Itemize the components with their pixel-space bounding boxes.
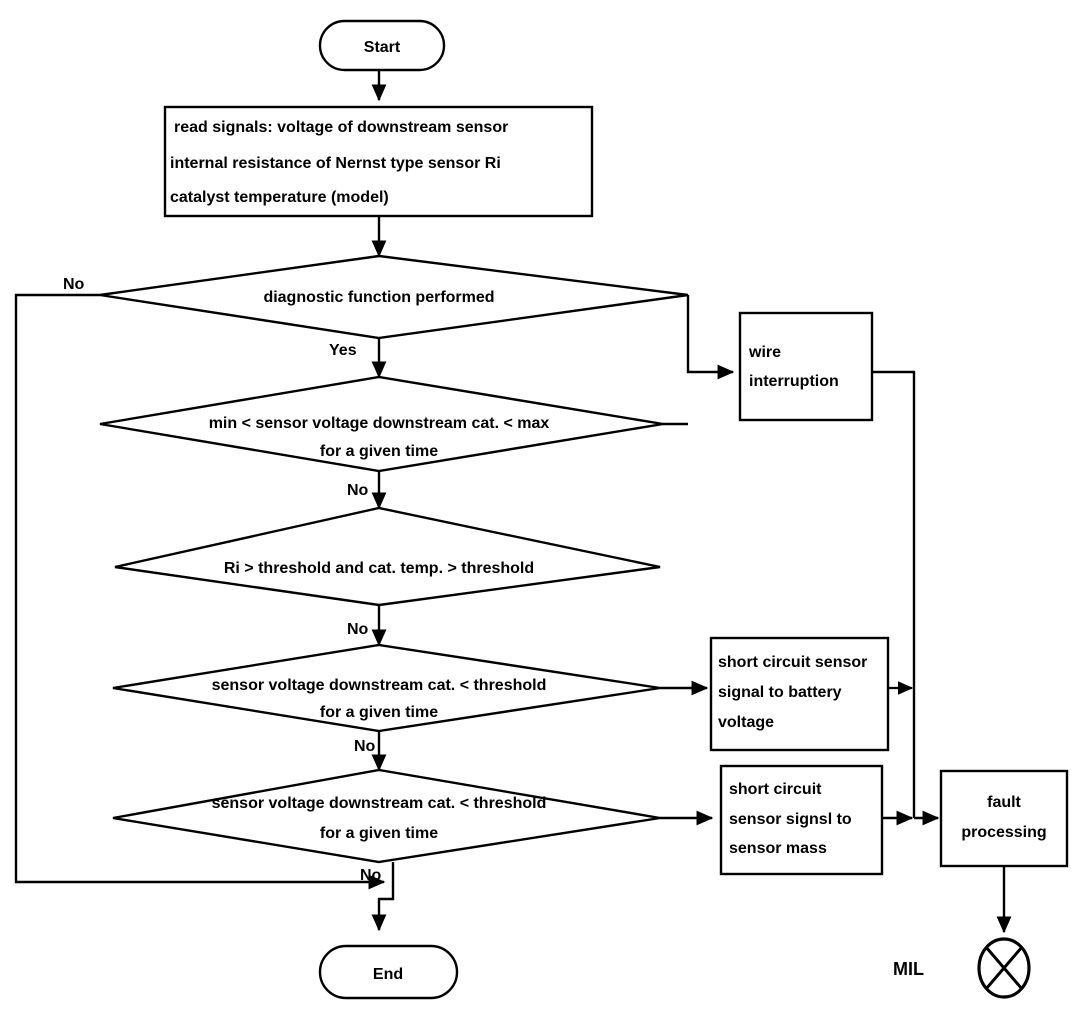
node-start[interactable]: Start — [318, 19, 446, 72]
node-decision-short-mass-line1: sensor voltage downstream cat. < thresho… — [212, 795, 547, 812]
node-decision-diagnostic[interactable]: diagnostic function performed — [99, 254, 689, 340]
node-read-signals-line3: catalyst temperature (model) — [170, 189, 389, 206]
node-end-label: End — [373, 966, 403, 983]
connector-wire-interruption-to-bus — [872, 370, 916, 818]
node-mil[interactable]: MIL — [893, 937, 1031, 999]
node-read-signals-line1: read signals: voltage of downstream sens… — [174, 119, 508, 136]
node-decision-diagnostic-line1: diagnostic function performed — [263, 289, 494, 306]
node-decision-short-battery-line1: sensor voltage downstream cat. < thresho… — [212, 677, 547, 694]
node-short-circuit-battery-line2: signal to battery — [718, 684, 842, 701]
edge-label-diagnostic-yes: Yes — [329, 342, 357, 359]
node-fault-processing-line1: fault — [987, 794, 1021, 811]
connector-no-feedback-loop — [14, 293, 386, 890]
connector-short-mass-no-to-end — [371, 862, 395, 932]
node-mil-label: MIL — [893, 959, 924, 979]
node-short-circuit-mass-line1: short circuit — [729, 781, 822, 798]
node-fault-processing[interactable]: fault processing — [939, 769, 1069, 868]
node-start-label: Start — [364, 39, 401, 56]
node-short-circuit-battery[interactable]: short circuit sensor signal to battery v… — [709, 636, 890, 752]
edge-label-diagnostic-no: No — [63, 276, 85, 293]
node-decision-short-battery-line2: for a given time — [320, 704, 438, 721]
node-decision-minmax[interactable]: min < sensor voltage downstream cat. < m… — [99, 375, 664, 473]
node-wire-interruption-line1: wire — [748, 344, 781, 361]
node-short-circuit-mass[interactable]: short circuit sensor signsl to sensor ma… — [719, 764, 884, 876]
node-end[interactable]: End — [318, 944, 459, 1000]
node-short-circuit-mass-line2: sensor signsl to — [729, 811, 852, 828]
node-wire-interruption-line2: interruption — [749, 373, 839, 390]
node-decision-short-mass[interactable]: sensor voltage downstream cat. < thresho… — [112, 768, 661, 864]
node-read-signals[interactable]: read signals: voltage of downstream sens… — [163, 105, 594, 218]
mil-lamp-cross-icon — [984, 946, 1024, 990]
node-read-signals-line2: internal resistance of Nernst type senso… — [170, 155, 501, 172]
node-fault-processing-line2: processing — [961, 824, 1046, 841]
node-decision-ri[interactable]: Ri > threshold and cat. temp. > threshol… — [114, 506, 661, 607]
node-decision-short-battery[interactable]: sensor voltage downstream cat. < thresho… — [112, 643, 661, 733]
node-decision-minmax-line2: for a given time — [320, 443, 438, 460]
node-short-circuit-battery-line3: voltage — [718, 714, 774, 731]
node-decision-short-mass-line2: for a given time — [320, 825, 438, 842]
node-decision-ri-line1: Ri > threshold and cat. temp. > threshol… — [224, 560, 534, 577]
edge-label-short-battery-no: No — [354, 738, 376, 755]
connector-diagnostic-to-wire-interruption — [686, 295, 735, 380]
node-wire-interruption[interactable]: wire interruption — [738, 311, 874, 422]
edge-label-ri-no: No — [347, 621, 369, 638]
node-short-circuit-battery-line1: short circuit sensor — [718, 654, 867, 671]
edge-label-minmax-no: No — [347, 482, 369, 499]
node-decision-minmax-line1: min < sensor voltage downstream cat. < m… — [209, 415, 550, 432]
edge-label-short-mass-no: No — [360, 867, 382, 884]
node-short-circuit-mass-line3: sensor mass — [729, 840, 827, 857]
